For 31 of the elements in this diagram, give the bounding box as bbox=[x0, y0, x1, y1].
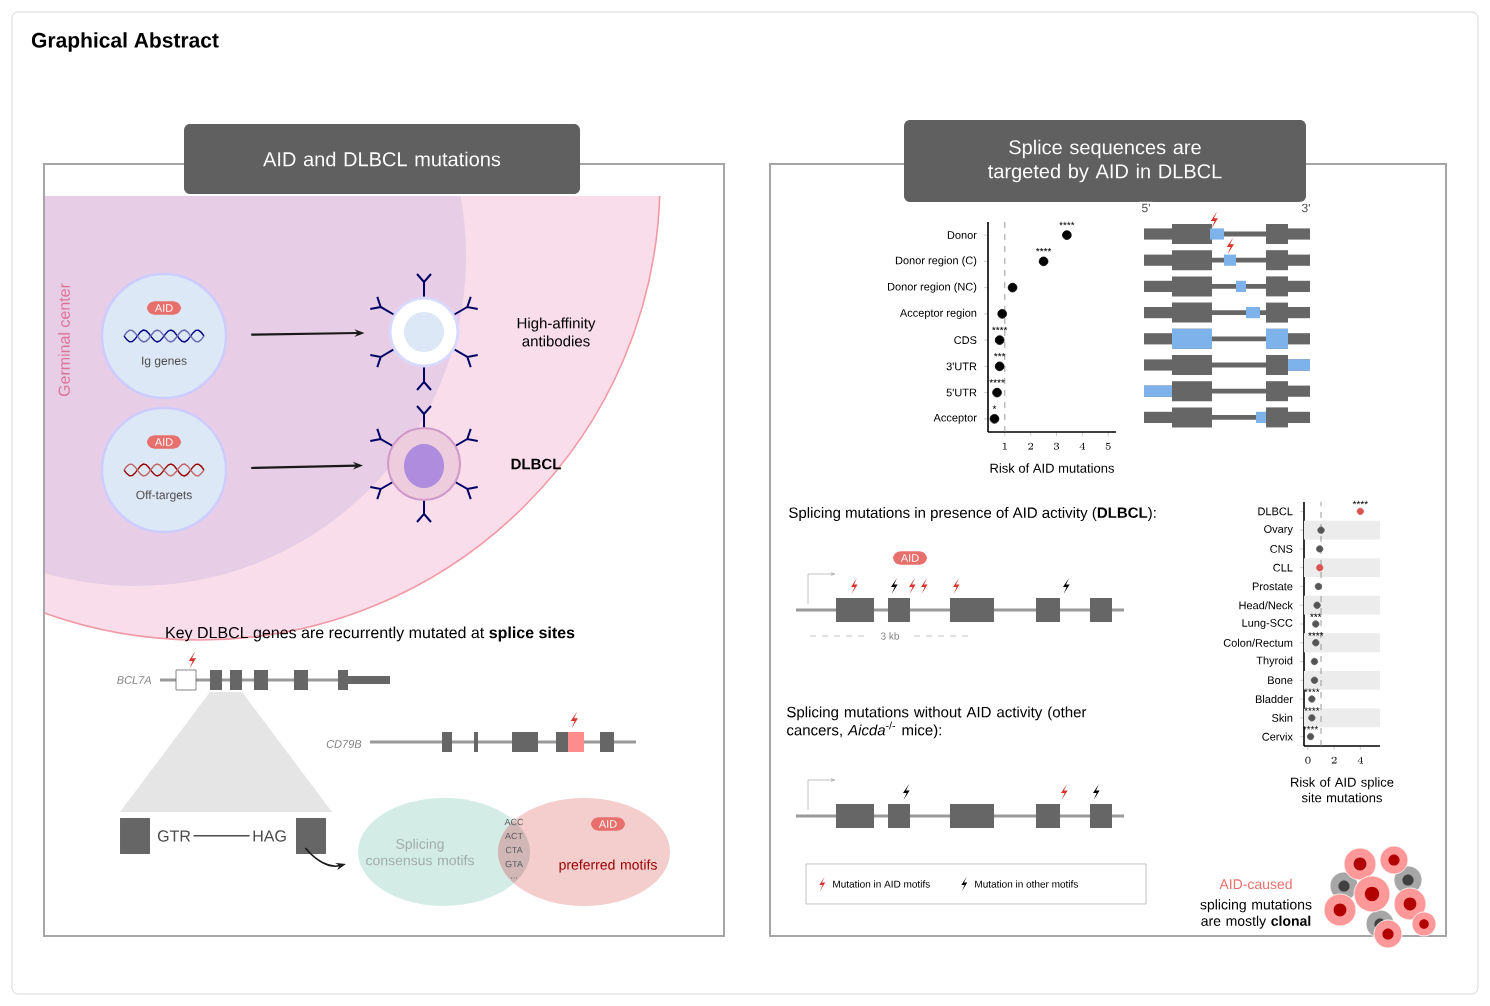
point bbox=[1306, 733, 1315, 741]
point bbox=[994, 361, 1005, 372]
point bbox=[1007, 282, 1018, 293]
side-label: Germinal center bbox=[58, 283, 70, 397]
point bbox=[1308, 695, 1316, 703]
title: Graphical Abstract bbox=[31, 32, 219, 52]
point bbox=[992, 387, 1002, 398]
point bbox=[1312, 620, 1320, 628]
cell-drawing bbox=[369, 273, 479, 391]
point bbox=[1316, 545, 1324, 553]
point bbox=[1310, 657, 1319, 666]
splice-site-drawing: GTR HAG bbox=[120, 818, 326, 854]
point bbox=[989, 414, 1000, 424]
point bbox=[1310, 676, 1319, 684]
point bbox=[1316, 564, 1324, 572]
point bbox=[1308, 714, 1316, 722]
point bbox=[1317, 526, 1325, 534]
point bbox=[1312, 639, 1320, 647]
point bbox=[1314, 582, 1323, 591]
point bbox=[1062, 230, 1072, 240]
point bbox=[1356, 507, 1364, 515]
point bbox=[997, 309, 1008, 319]
node-label: Splice sequences are bbox=[1009, 139, 1201, 159]
point bbox=[1038, 256, 1049, 267]
heading: Key DLBCL genes are recurrently mutated at splice sites bbox=[166, 626, 575, 642]
point bbox=[1313, 601, 1321, 609]
point bbox=[994, 335, 1005, 345]
node-label: AID and DLBCL mutations bbox=[263, 151, 501, 167]
node-label: GTR bbox=[157, 830, 191, 842]
cell-drawing bbox=[369, 405, 479, 523]
node-label: HAG bbox=[253, 830, 286, 842]
